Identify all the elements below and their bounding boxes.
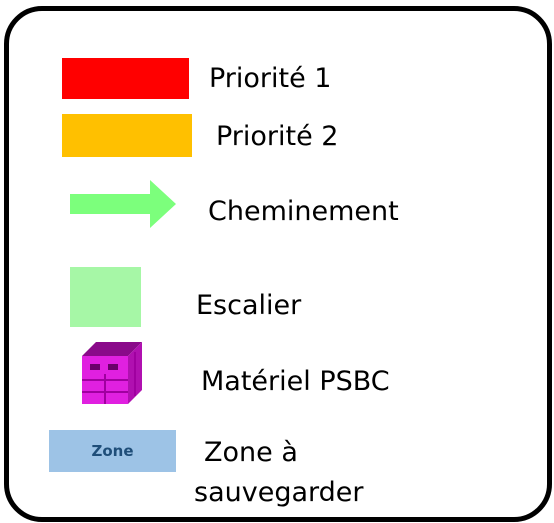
- stairs-swatch: [70, 267, 141, 327]
- path-label: Cheminement: [208, 196, 399, 227]
- priority-2-label: Priorité 2: [216, 121, 339, 152]
- priority-1-label: Priorité 1: [209, 63, 332, 94]
- priority-2-swatch: [62, 114, 192, 157]
- zone-label-line2: sauvegarder: [194, 477, 364, 508]
- crate-icon: [82, 342, 142, 404]
- zone-box-text: Zone: [91, 442, 134, 460]
- priority-1-swatch: [62, 58, 189, 99]
- equipment-label: Matériel PSBC: [201, 366, 390, 397]
- green-arrow-icon: [70, 180, 176, 228]
- zone-swatch: Zone: [49, 430, 176, 472]
- zone-label-line1: Zone à: [204, 437, 298, 468]
- stairs-label: Escalier: [196, 290, 302, 321]
